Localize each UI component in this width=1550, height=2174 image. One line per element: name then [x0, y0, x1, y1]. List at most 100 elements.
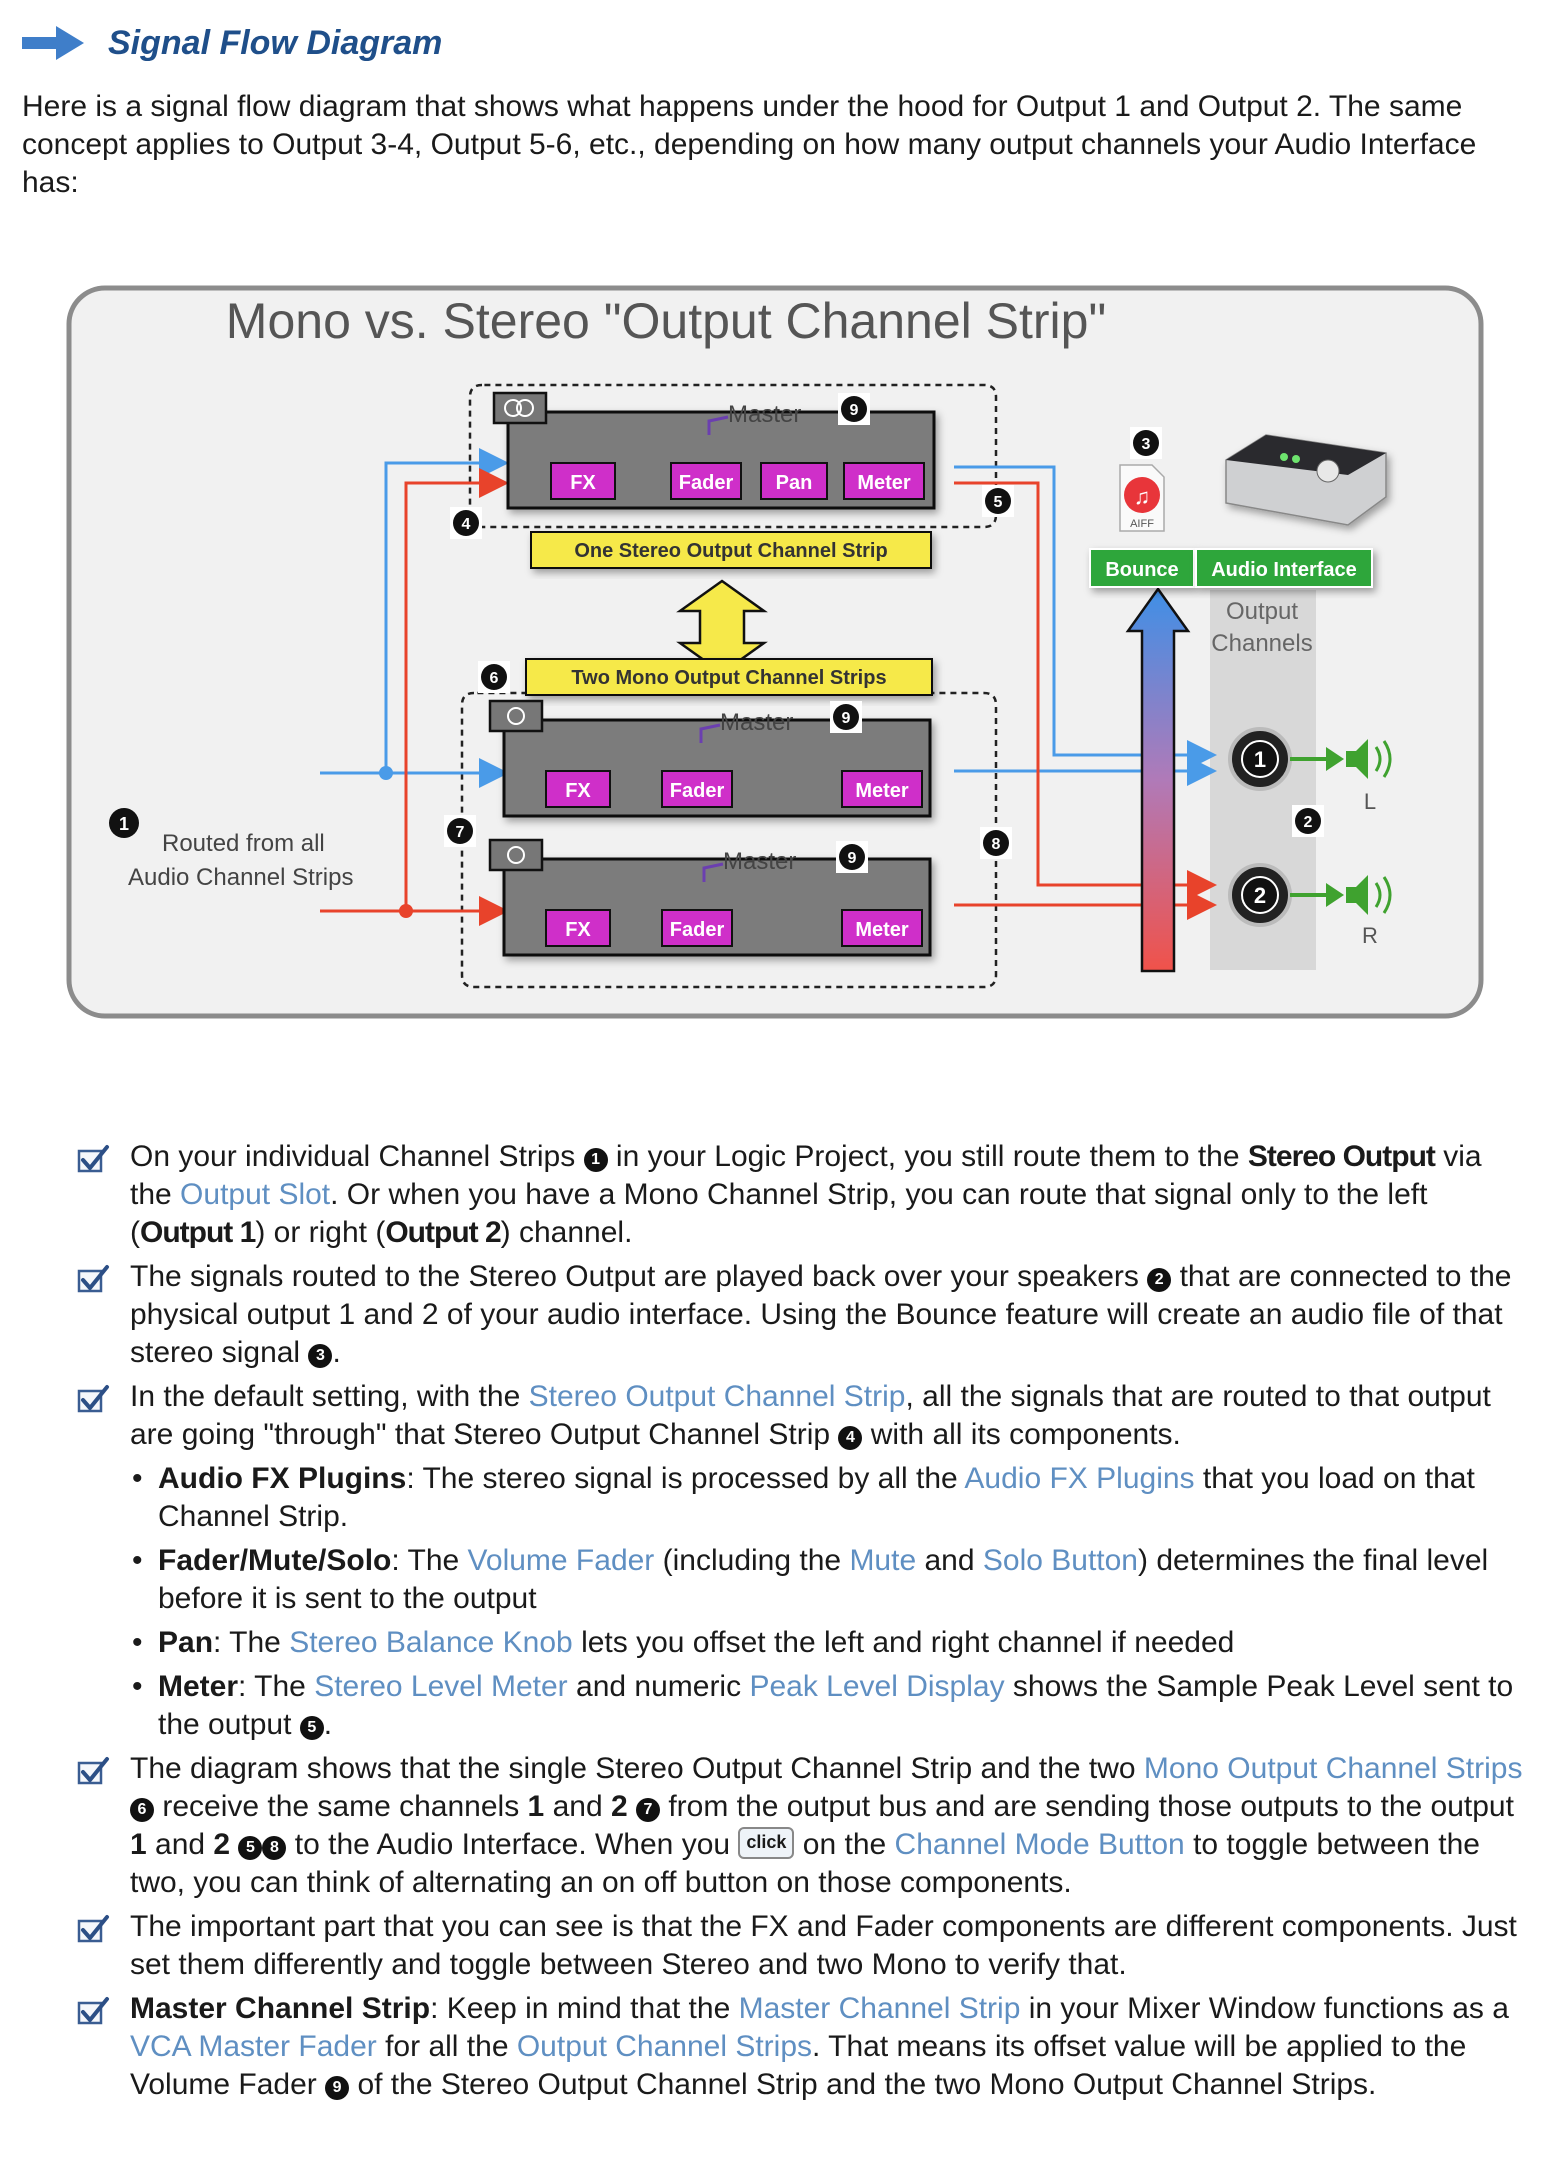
stereo-channel-mode-button	[492, 391, 548, 425]
text-run: 1	[130, 1828, 147, 1861]
text-run: . Or when you have a Mono Channel Strip,…	[130, 1178, 1428, 1249]
inline-link[interactable]: Mute	[849, 1544, 917, 1577]
mono-1-fader: Fader	[661, 770, 733, 808]
text-run: Master Channel Strip	[130, 1992, 431, 2025]
text-run: ) or right (	[255, 1216, 386, 1249]
text-run: and	[916, 1544, 983, 1577]
bullet-list: On your individual Channel Strips 1 in y…	[70, 1138, 1530, 2110]
text-run: shows the Sample Peak Level sent to the …	[158, 1670, 1514, 1741]
text-run: to toggle between the two, you can think…	[130, 1828, 1480, 1899]
routed-from-label-1: Routed from all	[162, 830, 325, 857]
inline-link[interactable]: Stereo Balance Knob	[289, 1626, 573, 1659]
text-run: : The	[213, 1626, 290, 1659]
checkbox-check-icon	[77, 1915, 109, 1943]
text-run: , all the signals that are routed to tha…	[130, 1380, 1491, 1451]
svg-text:5: 5	[994, 494, 1003, 511]
svg-text:FX: FX	[565, 780, 591, 802]
text-run: The important part that you can see is t…	[130, 1910, 1517, 1981]
text-run: : The stereo signal is processed by all …	[406, 1462, 965, 1495]
stereo-fader: Fader	[670, 462, 742, 500]
stereo-meter: Meter	[843, 462, 925, 500]
inline-link[interactable]: Stereo Output Channel Strip	[528, 1380, 906, 1413]
text-run: that you load on that Channel Strip.	[158, 1462, 1475, 1533]
marker-1: 1	[109, 808, 139, 838]
bullet-item: The signals routed to the Stereo Output …	[70, 1258, 1530, 1372]
text-run: and	[544, 1790, 611, 1823]
inline-link[interactable]: VCA Master Fader	[130, 2030, 377, 2063]
number-marker: 9	[325, 2076, 350, 2100]
checkbox-check-icon	[77, 1145, 109, 1173]
bounce-button: Bounce	[1089, 548, 1195, 588]
sub-list: Audio FX Plugins: The stereo signal is p…	[130, 1460, 1530, 1744]
inline-link[interactable]: Volume Fader	[467, 1544, 655, 1577]
inline-link[interactable]: Output Channel Strips	[516, 2030, 813, 2063]
text-run: Output 1	[140, 1216, 256, 1249]
section-title: Signal Flow Diagram	[108, 23, 443, 62]
inline-link[interactable]: Audio FX Plugins	[964, 1462, 1195, 1495]
inline-link[interactable]: Channel Mode Button	[894, 1828, 1185, 1861]
text-run: with all its components.	[862, 1418, 1181, 1451]
bullet-item: In the default setting, with the Stereo …	[70, 1378, 1530, 1744]
number-marker: 2	[1147, 1268, 1172, 1292]
svg-text:One Stereo Output Channel Stri: One Stereo Output Channel Strip	[574, 540, 887, 562]
text-run: of the Stereo Output Channel Strip and t…	[349, 2068, 1377, 2101]
checkbox-check-icon	[77, 1385, 109, 1413]
text-run: in your Logic Project, you still route t…	[607, 1140, 1248, 1173]
svg-text:Meter: Meter	[857, 472, 911, 494]
svg-text:Audio Interface: Audio Interface	[1211, 559, 1357, 581]
text-run: lets you offset the left and right chann…	[572, 1626, 1235, 1659]
inline-link[interactable]: Solo Button	[982, 1544, 1138, 1577]
svg-text:9: 9	[848, 850, 857, 867]
bullet-text: On your individual Channel Strips 1 in y…	[130, 1140, 1482, 1249]
inline-link[interactable]: Stereo Level Meter	[314, 1670, 568, 1703]
aiff-file-icon: ♫ AIFF	[1119, 464, 1165, 532]
text-run: for all the	[376, 2030, 517, 2063]
text-run: from the output bus and are sending thos…	[660, 1790, 1514, 1823]
bullet-text: In the default setting, with the Stereo …	[130, 1380, 1491, 1451]
text-run: and numeric	[567, 1670, 750, 1703]
inline-link[interactable]: Output Slot	[180, 1178, 331, 1211]
bullet-text: The important part that you can see is t…	[130, 1910, 1517, 1981]
stereo-pan: Pan	[760, 462, 828, 500]
bullet-item: Master Channel Strip: Keep in mind that …	[70, 1990, 1530, 2104]
mono-2-channel-mode-button	[488, 838, 544, 872]
marker-4: 4	[450, 507, 482, 539]
marker-7: 7	[444, 815, 476, 847]
svg-text:Fader: Fader	[670, 780, 725, 802]
mono-2-fx: FX	[545, 909, 611, 947]
bullet-item: The important part that you can see is t…	[70, 1908, 1530, 1984]
text-run: on the	[794, 1828, 895, 1861]
marker-8: 8	[980, 827, 1012, 859]
stereo-master-label: Master	[728, 401, 801, 428]
text-run: Meter	[158, 1670, 239, 1703]
svg-text:Fader: Fader	[670, 919, 725, 941]
marker-6: 6	[478, 661, 510, 693]
inline-link[interactable]: Mono Output Channel Strips	[1143, 1752, 1523, 1785]
text-run: and	[146, 1828, 214, 1861]
right-arrow-icon	[22, 26, 84, 60]
svg-text:Fader: Fader	[679, 472, 734, 494]
number-marker: 8	[262, 1836, 287, 1860]
text-run: Output 2	[385, 1216, 501, 1249]
inline-link[interactable]: Peak Level Display	[749, 1670, 1005, 1703]
svg-text:Meter: Meter	[855, 780, 909, 802]
text-run: Audio FX Plugins	[158, 1462, 407, 1495]
bullet-text: The diagram shows that the single Stereo…	[130, 1752, 1522, 1899]
speaker-left-icon	[1290, 739, 1392, 779]
text-run: ) determines the final level before it i…	[158, 1544, 1489, 1615]
number-marker: 5	[238, 1836, 263, 1860]
mono-1-channel-mode-button	[488, 699, 544, 733]
svg-text:FX: FX	[565, 919, 591, 941]
svg-text:7: 7	[456, 824, 465, 841]
text-run: On your individual Channel Strips	[130, 1140, 584, 1173]
output-jack-1: 1	[1228, 727, 1292, 791]
svg-text:8: 8	[992, 836, 1001, 853]
text-run: : Keep in mind that the	[430, 1992, 739, 2025]
mono-1-master-arrow-icon	[699, 723, 721, 743]
left-signal-split-dot	[379, 766, 393, 780]
inline-link[interactable]: Master Channel Strip	[738, 1992, 1021, 2025]
stereo-strip-label: One Stereo Output Channel Strip	[530, 531, 932, 569]
text-run: Pan	[158, 1626, 214, 1659]
svg-text:AIFF: AIFF	[1130, 518, 1154, 530]
text-run: receive the same channels	[154, 1790, 528, 1823]
